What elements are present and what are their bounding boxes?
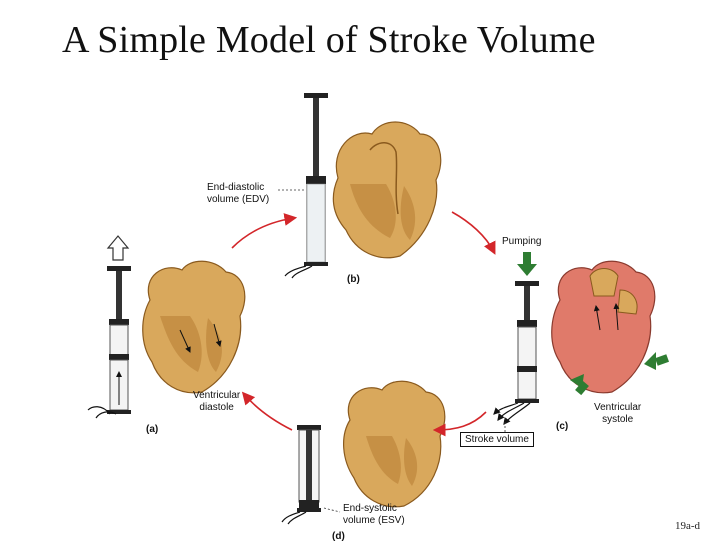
heart-d bbox=[343, 380, 446, 508]
cycle-arrow-d-to-a bbox=[241, 391, 293, 431]
panel-b-tag: (b) bbox=[347, 274, 360, 285]
syringe-b bbox=[284, 93, 328, 279]
syringe-d bbox=[281, 425, 321, 525]
panel-d-tag: (d) bbox=[332, 531, 345, 542]
pumping-label: Pumping bbox=[502, 236, 542, 247]
slide-number: 19a-d bbox=[675, 520, 701, 532]
syringe-a bbox=[87, 235, 131, 419]
slide-title: A Simple Model of Stroke Volume bbox=[62, 19, 596, 61]
panel-a-tag: (a) bbox=[146, 424, 159, 435]
stroke-volume-label: Stroke volume bbox=[460, 432, 534, 447]
syringe-c bbox=[493, 281, 539, 425]
contraction-arrow-right bbox=[644, 352, 670, 370]
cycle-arrow-b-to-c bbox=[451, 211, 496, 255]
esv-leader-line bbox=[323, 507, 341, 513]
cycle-arrow-a-to-b bbox=[231, 213, 298, 249]
contraction-arrow-bottom bbox=[570, 374, 589, 396]
pumping-arrow bbox=[517, 252, 537, 276]
esv-label: End-systolic volume (ESV) bbox=[343, 503, 405, 526]
systole-caption: Ventricular systole bbox=[594, 402, 642, 425]
edv-label: End-diastolic volume (EDV) bbox=[207, 182, 270, 205]
cycle-arrow-c-to-d bbox=[432, 411, 487, 437]
heart-b bbox=[332, 121, 442, 259]
diastole-caption: Ventricular diastole bbox=[193, 390, 241, 413]
panel-c-tag: (c) bbox=[556, 421, 569, 432]
heart-a bbox=[142, 260, 246, 394]
heart-c bbox=[551, 260, 656, 394]
